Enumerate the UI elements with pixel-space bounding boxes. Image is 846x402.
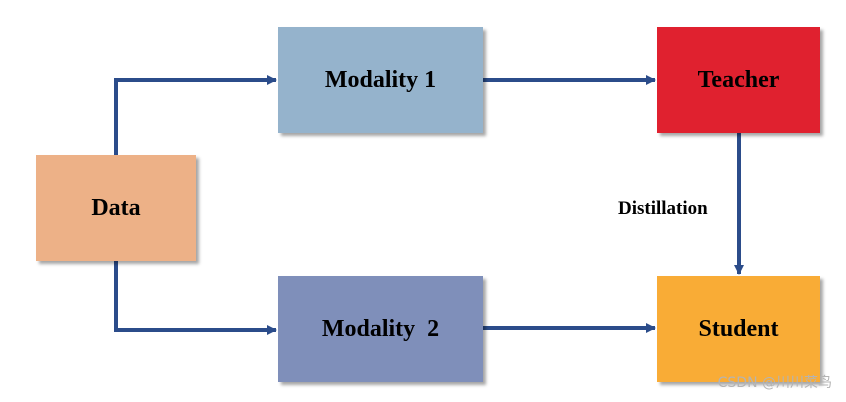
node-teacher: Teacher (657, 27, 820, 133)
distillation-label: Distillation (618, 198, 708, 219)
node-modality-1: Modality 1 (278, 27, 483, 133)
node-data: Data (36, 155, 196, 261)
arrow-data-to-modality2 (114, 261, 277, 335)
node-student: Student (657, 276, 820, 382)
watermark: CSDN @川川菜鸟 (717, 375, 832, 391)
arrow-data-to-modality1 (114, 75, 277, 155)
node-modality-2: Modality 2 (278, 276, 483, 382)
